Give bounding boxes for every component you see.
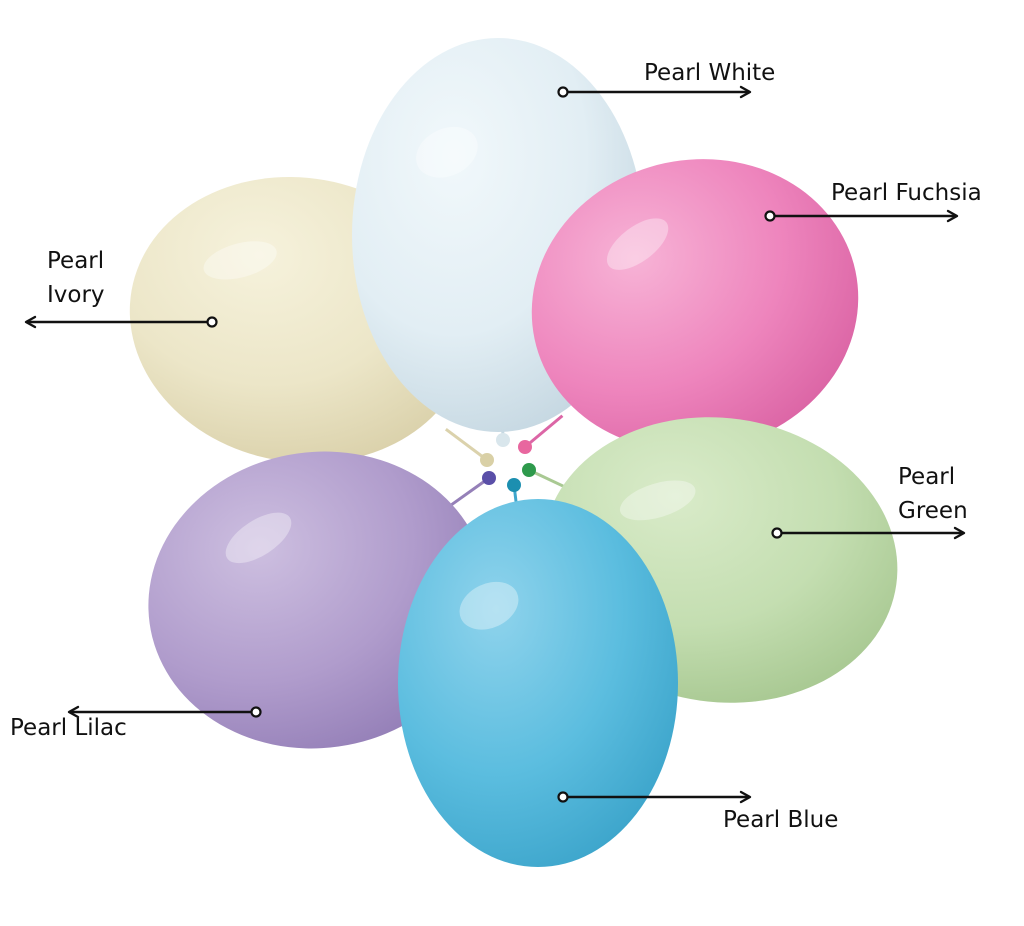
balloon-knot [522, 463, 536, 477]
label-pearl-green: Pearl Green [898, 460, 968, 528]
arrowhead-icon [739, 85, 752, 99]
label-line: Ivory [47, 282, 105, 308]
connector-dot [764, 210, 776, 222]
balloon-highlight [225, 512, 292, 564]
balloon-highlight [203, 241, 277, 280]
balloon-highlight [459, 581, 519, 630]
connectors-layer [24, 85, 966, 804]
connector-dot [771, 527, 783, 539]
arrowhead-icon [946, 209, 959, 223]
balloon-knot [507, 478, 521, 492]
connector-dot [250, 706, 262, 718]
label-line: Pearl Blue [723, 807, 839, 833]
balloon-highlight [606, 218, 669, 270]
balloon-knot [482, 471, 496, 485]
balloon-highlight [619, 480, 696, 521]
label-line: Pearl White [644, 60, 776, 86]
balloon-body [398, 499, 678, 867]
arrowhead-icon [24, 315, 37, 329]
connector-pearl-green [771, 526, 966, 540]
balloon-knot [496, 433, 510, 447]
label-pearl-white: Pearl White [644, 56, 775, 90]
balloon-pearl-blue [398, 478, 678, 867]
label-pearl-ivory: Pearl Ivory [47, 244, 105, 312]
balloon-knot [518, 440, 532, 454]
balloon-neck [524, 414, 564, 449]
label-pearl-lilac: Pearl Lilac [10, 711, 127, 745]
connector-pearl-fuchsia [764, 209, 959, 223]
balloons-layer [129, 38, 898, 867]
connector-pearl-ivory [24, 315, 218, 329]
balloon-body [531, 159, 859, 451]
balloon-highlight [416, 126, 478, 178]
arrowhead-icon [953, 526, 966, 540]
arrowhead-icon [739, 790, 752, 804]
label-line: Pearl Fuchsia [831, 180, 982, 206]
connector-dot [206, 316, 218, 328]
balloon-knot [480, 453, 494, 467]
label-line: Pearl [898, 464, 956, 490]
arrowhead-icon [67, 705, 80, 719]
connector-dot [557, 86, 569, 98]
connector-dot [557, 791, 569, 803]
balloon-neck [444, 427, 488, 462]
label-line: Green [898, 498, 968, 524]
label-pearl-blue: Pearl Blue [723, 803, 838, 837]
balloon-neck [450, 476, 490, 507]
label-line: Pearl Lilac [10, 715, 127, 741]
connector-pearl-white [557, 85, 752, 99]
label-pearl-fuchsia: Pearl Fuchsia [831, 176, 982, 210]
connector-pearl-blue [557, 790, 752, 804]
connector-pearl-lilac [67, 705, 262, 719]
label-line: Pearl [47, 248, 105, 274]
balloon-pearl-fuchsia [518, 159, 859, 454]
